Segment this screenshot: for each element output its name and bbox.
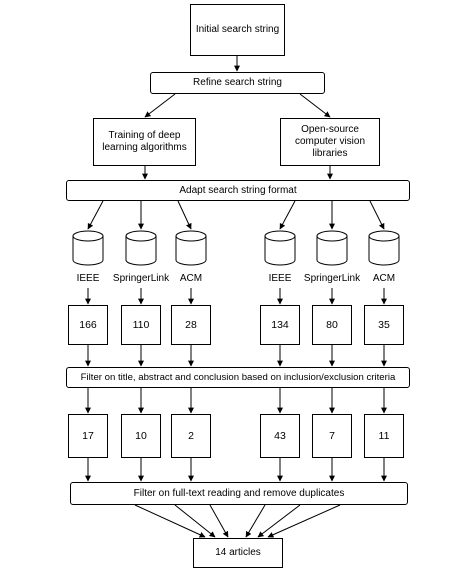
arrow-filter2-to-result-6 [267, 504, 341, 538]
count-second-1: 17 [68, 414, 108, 458]
database-icon [125, 230, 157, 266]
filter-title-abstract-box: Filter on title, abstract and conclusion… [66, 367, 410, 388]
database-icon [368, 230, 400, 266]
count-second-5: 7 [312, 414, 352, 458]
count-first-3: 28 [171, 305, 211, 345]
count-first-1: 166 [68, 305, 108, 345]
database-cylinder-4 [264, 230, 296, 266]
database-cylinder-5 [316, 230, 348, 266]
arrow-filter2-to-result-4 [245, 504, 266, 538]
adapt-format-box: Adapt search string format [66, 180, 410, 201]
count-second-6: 11 [364, 414, 404, 458]
database-label-4: IEEE [268, 273, 292, 284]
filter-fulltext-box: Filter on full-text reading and remove d… [70, 482, 408, 505]
count-first-5: 80 [312, 305, 352, 345]
arrow-refine-to-left-topic [144, 93, 176, 118]
database-cylinder-6 [368, 230, 400, 266]
count-second-2: 10 [121, 414, 161, 458]
left-topic-box: Training of deep learning algorithms [93, 118, 196, 166]
refine-search-box: Refine search string [150, 72, 325, 94]
initial-search-box: Initial search string [190, 4, 285, 56]
arrow-filter2-to-result-5 [257, 504, 301, 538]
arrow-adapt-to-db-1 [87, 200, 104, 230]
count-first-2: 110 [121, 305, 161, 345]
arrow-filter2-to-result-1 [134, 504, 206, 538]
arrow-refine-to-right-topic [299, 93, 331, 118]
database-icon [175, 230, 207, 266]
database-cylinder-3 [175, 230, 207, 266]
result-articles-box: 14 articles [193, 538, 283, 568]
arrow-adapt-to-db-6 [369, 200, 385, 230]
database-label-5: SpringerLink [303, 273, 361, 284]
database-label-2: SpringerLink [112, 273, 170, 284]
arrow-adapt-to-db-4 [279, 200, 296, 230]
count-second-3: 2 [171, 414, 211, 458]
database-cylinder-2 [125, 230, 157, 266]
arrow-filter2-to-result-2 [174, 504, 216, 538]
arrow-adapt-to-db-3 [177, 200, 192, 230]
right-topic-box: Open-source computer vision libraries [280, 118, 380, 166]
count-first-6: 35 [364, 305, 404, 345]
count-first-4: 134 [260, 305, 300, 345]
arrow-filter2-to-result-3 [209, 504, 229, 538]
database-cylinder-1 [72, 230, 104, 266]
database-icon [72, 230, 104, 266]
database-label-3: ACM [179, 273, 203, 284]
count-second-4: 43 [260, 414, 300, 458]
database-label-1: IEEE [76, 273, 100, 284]
database-label-6: ACM [372, 273, 396, 284]
database-icon [264, 230, 296, 266]
database-icon [316, 230, 348, 266]
